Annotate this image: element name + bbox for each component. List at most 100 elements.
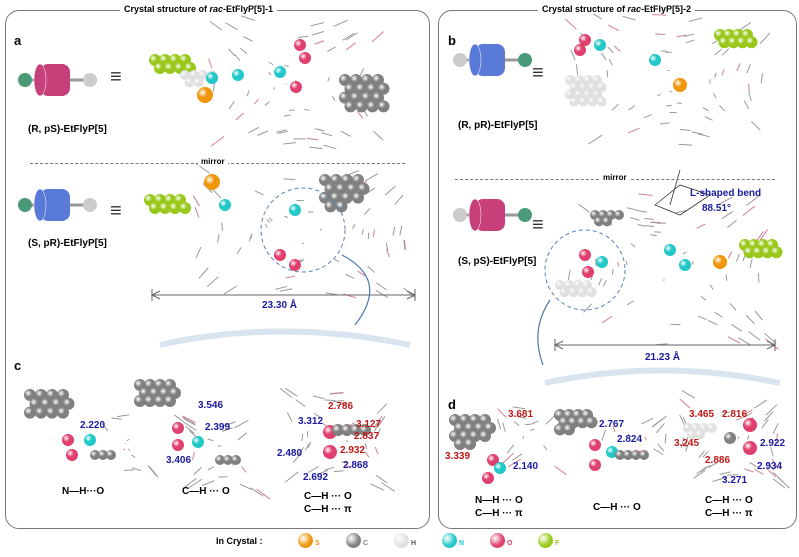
atom-N	[594, 39, 606, 51]
atom-C	[454, 438, 466, 450]
distance-value: 3.127	[356, 419, 382, 430]
bond	[748, 92, 752, 102]
bond	[607, 24, 620, 32]
bond	[531, 420, 539, 425]
rod-end-left	[18, 73, 32, 87]
atom-C	[350, 74, 362, 86]
bond	[333, 258, 340, 263]
highlight-circle	[544, 229, 626, 311]
bond	[770, 447, 774, 457]
atom-F	[164, 62, 176, 74]
bond	[517, 416, 527, 419]
atom-C	[366, 100, 379, 113]
bond	[130, 454, 136, 458]
bond	[754, 468, 764, 475]
bond	[611, 103, 619, 111]
atom-H	[578, 96, 589, 107]
bond	[376, 403, 388, 415]
bond	[759, 229, 769, 241]
atom-C	[346, 182, 359, 195]
atom-H	[564, 280, 574, 290]
bond	[748, 83, 750, 93]
bond	[742, 409, 753, 416]
atom-C	[46, 406, 58, 419]
bond	[239, 483, 252, 490]
atom-H	[582, 280, 592, 290]
bond	[207, 438, 214, 442]
bond	[250, 233, 253, 239]
bond	[374, 422, 380, 432]
atom-F	[718, 36, 731, 49]
bond	[696, 223, 706, 229]
bond	[234, 419, 249, 429]
bond	[636, 209, 648, 213]
distance-value: 3.271	[722, 475, 748, 486]
bond	[719, 105, 726, 112]
atom-O	[172, 422, 184, 434]
interaction-label: N—H···O	[62, 486, 105, 497]
bond	[371, 31, 385, 43]
bond	[189, 430, 198, 438]
bond	[612, 425, 616, 433]
atom-C	[335, 182, 348, 195]
bond	[333, 19, 348, 27]
bond	[700, 464, 711, 473]
atom-F	[159, 202, 171, 214]
atom-O	[579, 34, 591, 46]
bond	[333, 399, 345, 403]
bond	[246, 90, 250, 97]
atom-C	[215, 455, 225, 465]
bond	[744, 468, 754, 473]
rod-end-right	[518, 208, 532, 222]
bond	[766, 468, 777, 478]
distance-value: 2.692	[303, 472, 329, 483]
legend-swatch-o	[490, 533, 505, 548]
bond	[567, 269, 571, 280]
surface-arc	[544, 367, 781, 386]
bond	[760, 73, 764, 84]
atom-H	[592, 75, 602, 85]
atom-N	[232, 69, 244, 81]
bond	[266, 219, 271, 224]
atom-O	[290, 81, 302, 93]
bond	[288, 109, 295, 112]
bond	[554, 465, 567, 476]
atom-H	[559, 287, 570, 298]
panel-label-a: a	[14, 33, 22, 48]
bond	[772, 422, 779, 435]
atom-C	[332, 424, 344, 436]
legend-label: S	[315, 540, 320, 547]
legend-swatch-n	[442, 533, 457, 548]
panel-label-c: c	[14, 358, 22, 373]
bond	[313, 413, 321, 418]
atom-O	[743, 441, 757, 455]
legend-swatch-s	[298, 533, 313, 548]
bond	[323, 144, 337, 150]
atom-C	[29, 397, 42, 410]
bond	[314, 128, 325, 132]
bond	[304, 443, 310, 451]
rod-end-left	[453, 53, 467, 67]
bar-arrows	[150, 290, 417, 300]
bond	[284, 387, 298, 397]
bond	[234, 53, 241, 61]
atom-O	[294, 39, 306, 51]
legend-label: C	[363, 540, 369, 547]
interaction-label: C—H ··· O	[705, 495, 753, 506]
bond	[314, 40, 325, 45]
atom-C	[57, 406, 69, 419]
atom-F	[761, 246, 774, 259]
distance-value: 2.480	[277, 448, 303, 459]
bond	[298, 259, 305, 261]
bond	[607, 46, 614, 54]
panel-left-title: Crystal structure of rac-EtFlyP[5]-1	[120, 4, 278, 14]
bond	[367, 265, 375, 273]
bond	[650, 234, 657, 237]
bond	[370, 483, 385, 491]
distance-value: 2.868	[343, 460, 369, 471]
atom-H	[707, 423, 717, 433]
atom-C	[90, 450, 100, 460]
bond	[606, 70, 609, 78]
bond	[725, 274, 728, 281]
bond	[754, 310, 763, 321]
